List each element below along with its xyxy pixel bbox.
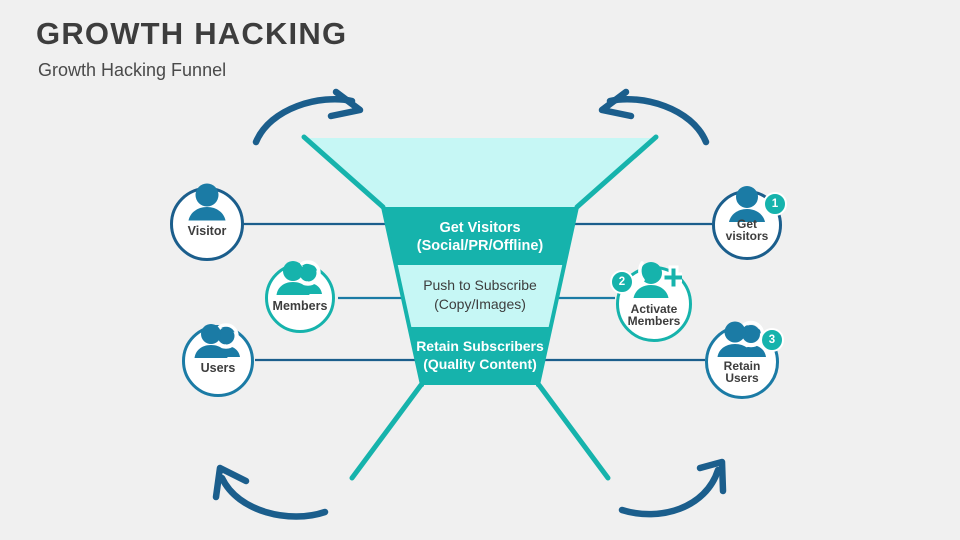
two-people-icon xyxy=(708,319,776,365)
single-person-icon xyxy=(173,182,241,228)
node-retain-users[interactable]: Retain Users 3 xyxy=(705,320,784,399)
node-activate-members-line1: Activate xyxy=(630,301,678,316)
top-right-arrow xyxy=(598,88,710,146)
node-get-visitors[interactable]: Get visitors 1 xyxy=(712,186,787,260)
funnel-stage-1 xyxy=(383,207,577,265)
node-members[interactable]: Members xyxy=(265,260,335,333)
node-activate-members-line2: Members xyxy=(627,314,681,329)
page-title: GROWTH HACKING xyxy=(36,16,348,51)
bottom-right-arrow xyxy=(618,458,727,518)
funnel-stage-1-line2: (Social/PR/Offline) xyxy=(417,238,544,254)
funnel-stage-2-line1: Push to Subscribe xyxy=(423,277,537,293)
bottom-left-arrow xyxy=(212,464,329,520)
person-plus-icon xyxy=(619,259,689,305)
funnel-edge-right-upper xyxy=(574,134,659,210)
page-subtitle: Growth Hacking Funnel xyxy=(38,60,227,80)
node-users-label: Users xyxy=(200,360,236,375)
funnel-stage-2 xyxy=(396,265,564,327)
node-retain-users-label: Retain Users xyxy=(708,360,776,396)
funnel-edge-right-mid xyxy=(536,205,579,387)
funnel-edge-left-mid xyxy=(381,205,424,387)
two-people-icon xyxy=(185,321,251,367)
badge-1: 1 xyxy=(763,192,787,216)
funnel-leg-left xyxy=(349,382,424,481)
funnel-top-section xyxy=(305,138,655,207)
node-users[interactable]: Users xyxy=(182,323,254,397)
node-visitor-label: Visitor xyxy=(187,223,227,238)
funnel-stage-1-line1: Get Visitors xyxy=(439,220,520,236)
node-get-visitors-label: Get visitors xyxy=(725,216,769,244)
two-people-icon xyxy=(268,259,332,303)
node-activate-members[interactable]: Activate Members 2 xyxy=(610,261,692,342)
funnel-stage-3-line1: Retain Subscribers xyxy=(416,338,544,354)
funnel-stage-3 xyxy=(409,327,551,385)
badge-2: 2 xyxy=(610,270,634,294)
top-left-arrow xyxy=(252,88,364,146)
funnel-stage-3-line2: (Quality Content) xyxy=(423,356,537,372)
node-retain-users-line2: Users xyxy=(725,371,759,386)
node-visitor[interactable]: Visitor xyxy=(170,183,244,261)
funnel-stage-2-line2: (Copy/Images) xyxy=(434,296,526,312)
funnel-edge-left-upper xyxy=(301,134,386,210)
badge-3: 3 xyxy=(760,328,784,352)
funnel-leg-right xyxy=(536,382,611,481)
node-retain-users-line1: Retain xyxy=(723,358,761,373)
node-members-label: Members xyxy=(272,298,328,313)
node-activate-members-label: Activate Members xyxy=(619,303,689,339)
single-person-icon xyxy=(715,185,779,229)
